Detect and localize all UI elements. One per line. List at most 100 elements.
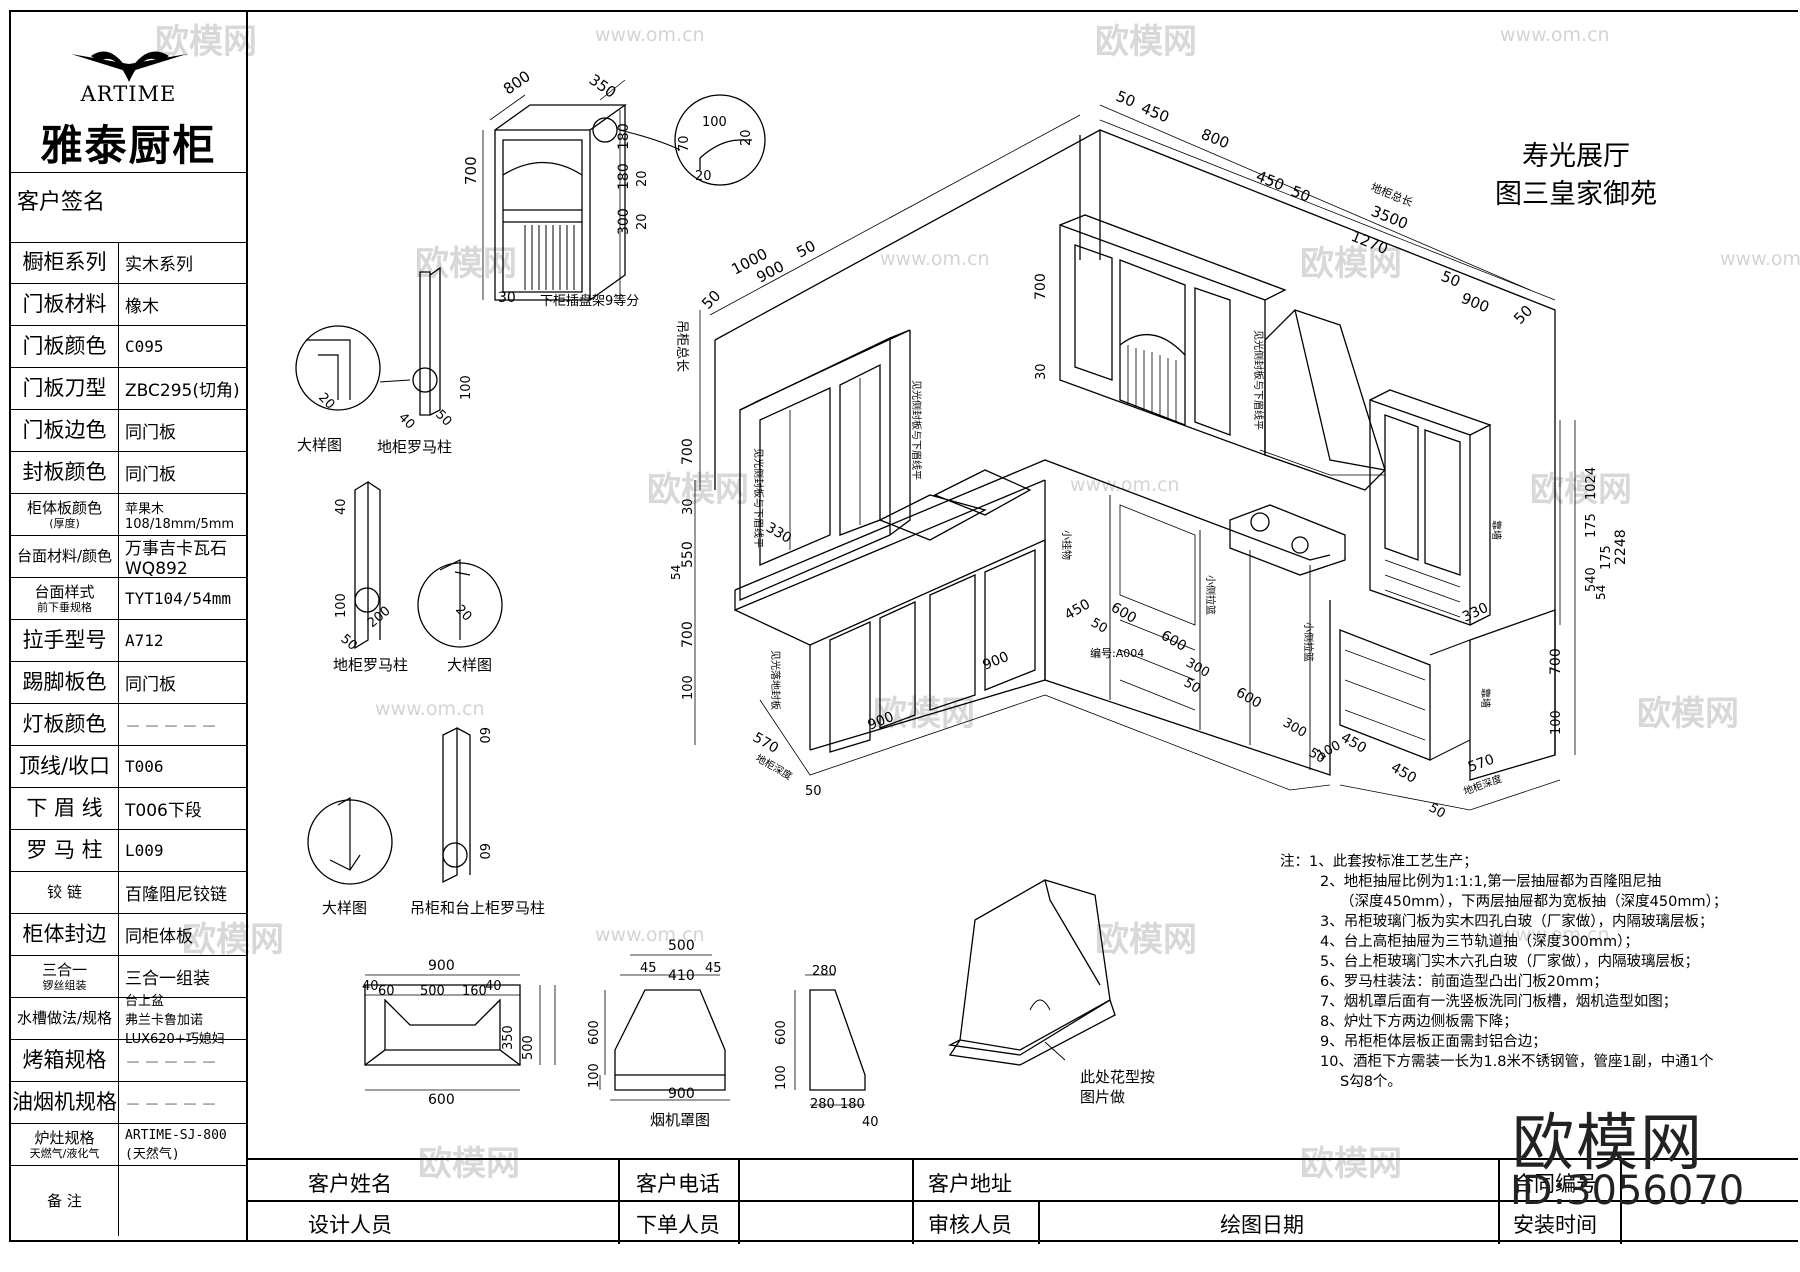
dim: 570	[750, 730, 781, 757]
spec-key: 台面样式前下垂规格	[11, 578, 119, 619]
dim: 330	[763, 520, 794, 547]
dim: 60	[378, 984, 395, 999]
note-line: 6、罗马柱装法：前面造型凸出门板20mm；	[1320, 974, 1608, 990]
spec-key: 炉灶规格天燃气/液化气	[11, 1124, 119, 1165]
dim: 450	[1388, 760, 1419, 787]
dim: 900	[428, 958, 455, 974]
customer-name-label: 客户姓名	[308, 1172, 392, 1196]
dim: 100	[334, 593, 349, 618]
dim: 20	[635, 213, 650, 230]
spec-value: TYT104/54mm	[125, 578, 231, 619]
watermark: 欧模网	[1095, 22, 1197, 62]
dim: 800	[1199, 125, 1232, 152]
spec-value: 台上盆弗兰卡鲁加诺LUX620+巧媳妇	[125, 994, 246, 1047]
dim: 100	[459, 375, 474, 400]
dim: 180	[616, 163, 632, 190]
spec-key-text: 罗 马 柱	[26, 838, 103, 862]
spec-row: 油烟机规格 －－－－－	[11, 1082, 246, 1124]
spec-key: 三合一锣丝组装	[11, 956, 119, 997]
dim: 280	[810, 1097, 835, 1112]
spec-row: 罗 马 柱 L009	[11, 830, 246, 872]
dim: 50	[1088, 615, 1110, 636]
spec-key-text: 台面材料/颜色	[16, 547, 113, 565]
spec-row: 三合一锣丝组装三合一组装	[11, 956, 246, 998]
note-line: （深度450mm），下两层抽屉都为宽板抽（深度450mm）；	[1340, 894, 1728, 910]
spec-row: 橱柜系列实木系列	[11, 242, 246, 284]
dim: 450	[1338, 730, 1369, 757]
dim: 70	[677, 135, 692, 152]
spec-row: 踢脚板色同门板	[11, 662, 246, 704]
dim: 175	[1584, 513, 1599, 538]
watermark-url: www.om.cn	[1500, 24, 1610, 46]
dim: 700	[1033, 273, 1049, 300]
detail-label: 大样图	[297, 436, 342, 454]
watermark-url: www.om.cn	[595, 24, 705, 46]
dim: 30	[681, 498, 696, 515]
watermark-url: www.om.cn	[375, 698, 485, 720]
brand-logo: ARTIME 雅泰厨柜	[11, 12, 246, 173]
dim: 100	[1549, 710, 1564, 735]
spec-value: 三合一组装	[125, 956, 210, 997]
spec-value-text: 三合一组装	[125, 969, 210, 989]
install-time-label: 安装时间	[1513, 1213, 1597, 1237]
dim: 20	[739, 129, 754, 146]
dim: 50	[1289, 182, 1313, 206]
spec-key-text: 三合一	[41, 960, 87, 979]
spec-row: 封板颜色同门板	[11, 452, 246, 494]
spec-key-text: 门板边色	[22, 418, 107, 442]
spec-value-text: －－－－－	[125, 1094, 221, 1114]
spec-value: 同门板	[125, 662, 176, 703]
spec-key-text: 备 注	[47, 1191, 82, 1210]
spec-value-text: 橡木	[125, 297, 159, 317]
spec-value-text: 百隆阻尼铰链	[125, 885, 227, 905]
dim: 600	[587, 1020, 602, 1045]
spec-value-sub: (天然气)	[125, 1146, 180, 1162]
project-title-line1: 寿光展厅	[1522, 141, 1630, 172]
spec-key-text: 踢脚板色	[22, 670, 107, 694]
spec-key-text: 门板材料	[22, 292, 107, 316]
note-line: S勾8个。	[1340, 1074, 1402, 1090]
dim: 500	[668, 938, 695, 954]
spec-value: L009	[125, 830, 164, 871]
spec-value-text: 苹果木108/18mm/5mm	[125, 501, 235, 532]
dim: 180	[840, 1097, 865, 1112]
wall-label: 靠墙	[1490, 520, 1503, 540]
side-note-label: 见光侧封板与下眉线平	[752, 448, 765, 548]
dim: 500	[521, 1035, 536, 1060]
spec-value: 橡木	[125, 284, 159, 325]
spec-value-text: 同门板	[125, 465, 176, 485]
spec-key-sub: 天燃气/液化气	[29, 1146, 100, 1160]
watermark-id: ID:3056070	[1510, 1168, 1745, 1214]
wall-label: 靠墙	[1479, 688, 1492, 708]
dim: 45	[640, 961, 657, 976]
spec-value-text: C095	[125, 337, 164, 356]
spec-key: 顶线/收口	[11, 746, 119, 787]
small-side-label: 小侧拉篮	[1302, 622, 1315, 662]
spec-value-text: 同门板	[125, 675, 176, 695]
spec-key: 门板刀型	[11, 368, 119, 409]
dim: 600	[428, 1092, 455, 1108]
spec-value-text: T006下段	[125, 801, 202, 821]
watermark-brand: 欧模网	[1512, 1106, 1705, 1179]
spec-key: 油烟机规格	[11, 1082, 119, 1123]
spec-row: 门板颜色 C095	[11, 326, 246, 368]
spec-value: ZBC295(切角)	[125, 368, 240, 409]
side-note-label: 见光侧封板与下眉线平	[910, 380, 923, 480]
base-pillar-detail-1	[295, 266, 441, 416]
detail-label: 大样图	[447, 656, 492, 674]
detail-label: 大样图	[322, 899, 367, 917]
notes-block: 注：1、此套按标准工艺生产；2、地柜抽屉比例为1:1:1,第一层抽屉都为百隆阻尼…	[1280, 852, 1727, 1092]
spec-key-text: 拉手型号	[22, 628, 107, 652]
dim: 160	[462, 984, 487, 999]
spec-key: 门板颜色	[11, 326, 119, 367]
watermark-url: www.om.cn	[595, 924, 705, 946]
dish-rack-detail	[482, 79, 766, 301]
base-pillar-label: 地柜罗马柱	[333, 656, 408, 674]
spec-value-text: －－－－－	[125, 716, 221, 736]
base-depth-label: 地柜深度	[754, 751, 795, 782]
note-line: 10、酒柜下方需装一长为1.8米不锈钢管，管座1副，中通1个	[1320, 1054, 1714, 1070]
